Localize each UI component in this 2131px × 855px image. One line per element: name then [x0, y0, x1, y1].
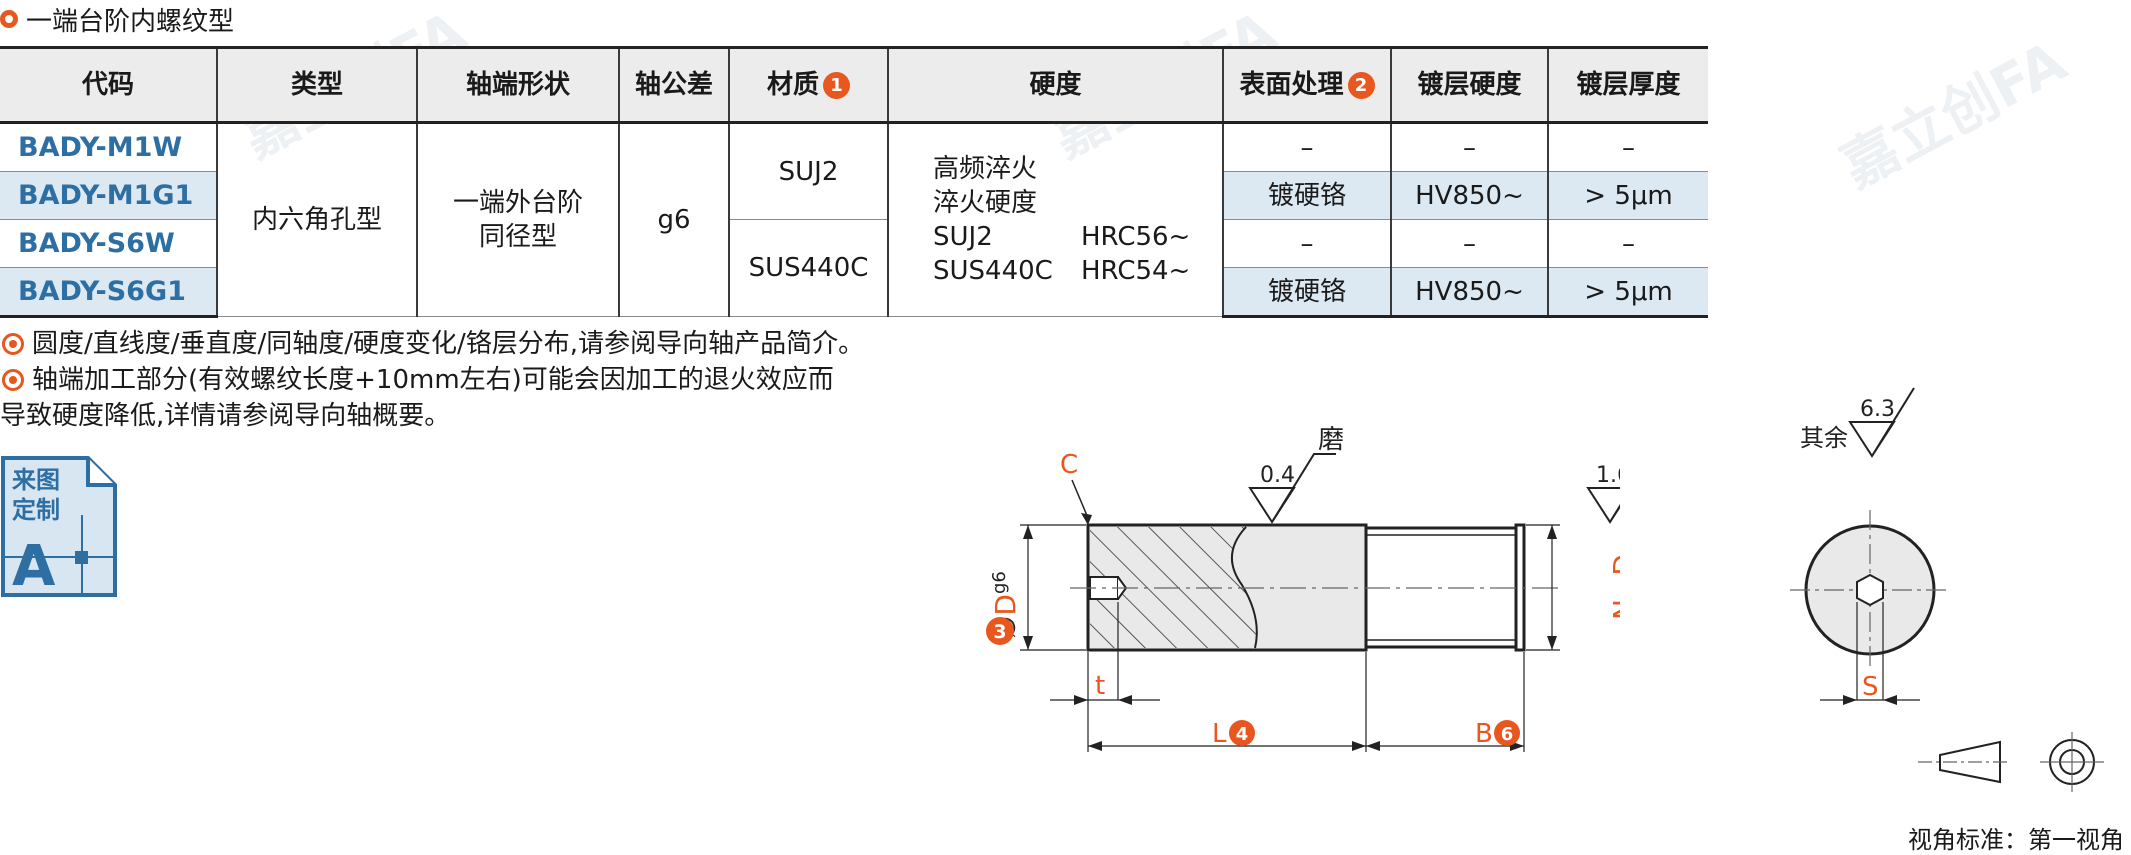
roughness-other-value: 6.3 — [1860, 397, 1895, 422]
diameter-letter: D — [989, 594, 1022, 616]
badge-line-2: 定制 — [12, 496, 60, 524]
note-badge-4 — [1229, 720, 1255, 746]
header-surface-text: 表面处理 — [1239, 70, 1344, 100]
note-item: 轴端加工部分(有效螺纹长度+10mm左右)可能会因加工的退火效应而 — [0, 362, 864, 398]
plating-thickness-cell: > 5μm — [1547, 171, 1708, 220]
plating-thickness-cell: – — [1547, 219, 1708, 268]
code-cell: BADY-M1W — [0, 122, 218, 172]
header-plating-hardness: 镀层硬度 — [1390, 46, 1549, 124]
end-view-drawing: 其余 6.3 S — [1790, 387, 2104, 792]
roughness-symbol — [1586, 487, 1620, 524]
target-bullet-icon — [2, 369, 24, 391]
section-title: 一端台阶内螺纹型 — [0, 2, 235, 37]
header-hardness: 硬度 — [887, 46, 1224, 124]
note-badge-3-text: 3 — [993, 621, 1006, 643]
plating-thickness-cell: – — [1547, 122, 1708, 172]
note-badge-3 — [986, 617, 1014, 645]
shaft-drawing: C 0.4 磨 1.6 ∅Dg6 3 N=D t L 4 B 6 — [986, 425, 1620, 752]
circle-bullet-icon — [0, 10, 18, 28]
l-label: L — [1212, 719, 1227, 749]
hardness-cell: 高频淬火 淬火硬度 SUJ2 HRC56~ SUS440C HRC54~ — [887, 122, 1224, 317]
watermark: 嘉立创FA — [1831, 29, 2077, 201]
tolerance-cell: g6 — [618, 122, 730, 317]
table-row: BADY-S6W SUS440C – – – — [0, 219, 1708, 317]
view-standard-label: 视角标准：第一视角 — [1908, 826, 2124, 854]
shape-line-1: 一端外台阶 — [452, 188, 583, 218]
header-material-text: 材质 — [766, 70, 819, 100]
b-label: B — [1475, 719, 1493, 749]
hardness-material-1: SUJ2 — [933, 222, 993, 252]
chamfer-label: C — [1060, 450, 1078, 480]
surface-cell: 镀硬铬 — [1222, 267, 1392, 318]
table-row: BADY-M1W 内六角孔型 一端外台阶 同径型 g6 SUJ2 高频淬火 淬火… — [0, 122, 1708, 317]
shape-line-2: 同径型 — [478, 222, 557, 252]
note-badge-6 — [1494, 720, 1520, 746]
note-text: 轴端加工部分(有效螺纹长度+10mm左右)可能会因加工的退火效应而 — [32, 365, 834, 395]
header-code: 代码 — [0, 46, 218, 124]
code-cell: BADY-M1G1 — [0, 171, 218, 220]
badge-letter: A — [12, 534, 56, 598]
header-plating-thickness: 镀层厚度 — [1547, 46, 1708, 124]
custom-drawing-badge[interactable]: 来图 定制 A — [0, 455, 118, 598]
code-cell: BADY-S6W — [0, 219, 218, 268]
roughness-other-label: 其余 — [1800, 424, 1848, 452]
hex-socket-icon — [1856, 573, 1884, 607]
hardness-material-2: SUS440C — [933, 256, 1053, 286]
surface-cell: – — [1222, 122, 1392, 172]
note-item-continued: 导致硬度降低,详情请参阅导向轴概要。 — [0, 398, 864, 434]
shape-cell: 一端外台阶 同径型 — [416, 122, 620, 317]
material-cell: SUS440C — [728, 219, 889, 317]
s-label: S — [1862, 672, 1879, 702]
note-text: 圆度/直线度/垂直度/同轴度/硬度变化/铬层分布,请参阅导向轴产品简介。 — [32, 329, 865, 359]
code-cell: BADY-S6G1 — [0, 267, 218, 318]
note-text: 导致硬度降低,详情请参阅导向轴概要。 — [0, 401, 451, 431]
diameter-tolerance: g6 — [989, 571, 1010, 594]
roughness-other-symbol — [1848, 387, 1915, 458]
target-bullet-icon — [2, 333, 24, 355]
surface-cell: 镀硬铬 — [1222, 171, 1392, 220]
badge-line-1: 来图 — [12, 466, 60, 494]
hardness-row-1: SUJ2 HRC56~ — [933, 220, 1222, 254]
note-badge-4-text: 4 — [1236, 724, 1249, 745]
note-item: 圆度/直线度/垂直度/同轴度/硬度变化/铬层分布,请参阅导向轴产品简介。 — [0, 326, 864, 362]
notes: 圆度/直线度/垂直度/同轴度/硬度变化/铬层分布,请参阅导向轴产品简介。 轴端加… — [0, 326, 864, 434]
t-label: t — [1095, 671, 1105, 701]
note-badge-6-text: 6 — [1501, 724, 1514, 745]
note-badge-2: 2 — [1347, 72, 1375, 99]
roughness-symbol — [1248, 453, 1336, 524]
hardness-row-2: SUS440C HRC54~ — [933, 254, 1222, 288]
hardness-value-2: HRC54~ — [1081, 256, 1191, 286]
plating-hardness-cell: – — [1390, 219, 1549, 268]
surface-cell: – — [1222, 219, 1392, 268]
break-line — [1230, 526, 1258, 649]
plating-hardness-cell: – — [1390, 122, 1549, 172]
plating-hardness-cell: HV850~ — [1390, 267, 1549, 318]
section-title-text: 一端台阶内螺纹型 — [26, 6, 235, 37]
material-cell: SUJ2 — [728, 122, 889, 220]
grind-label: 磨 — [1318, 425, 1344, 455]
note-badge-1: 1 — [823, 72, 850, 99]
hardness-line-1: 高频淬火 — [933, 154, 1038, 184]
projection-symbol-cone — [1939, 740, 2001, 784]
thread-size-label: N=D — [1607, 554, 1620, 620]
type-cell: 内六角孔型 — [216, 122, 418, 317]
header-type: 类型 — [216, 46, 418, 124]
roughness-1-label: 0.4 — [1260, 463, 1295, 488]
plating-thickness-cell: > 5μm — [1547, 267, 1708, 318]
hardness-line-2: 淬火硬度 — [933, 188, 1038, 218]
hardness-value-1: HRC56~ — [1081, 222, 1191, 252]
header-tolerance: 轴公差 — [618, 46, 730, 124]
plating-hardness-cell: HV850~ — [1390, 171, 1549, 220]
roughness-2-label: 1.6 — [1596, 463, 1620, 488]
header-shape: 轴端形状 — [416, 46, 620, 124]
